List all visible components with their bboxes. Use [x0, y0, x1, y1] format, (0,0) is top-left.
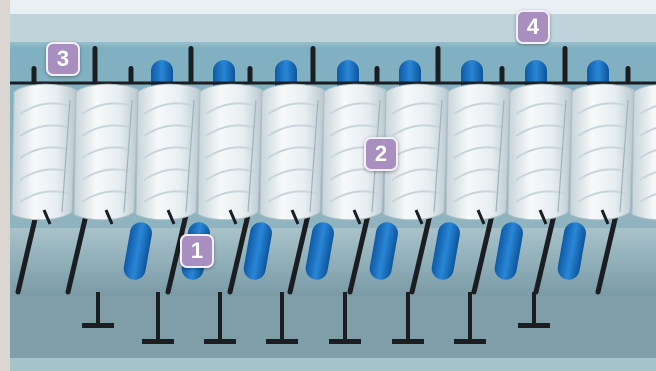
needle-butt-foot [266, 339, 298, 344]
yarn-loop [12, 84, 76, 224]
needle-butt-foot [518, 323, 550, 328]
yarn-loop [570, 84, 634, 224]
upper-dark-needle [626, 66, 631, 84]
yarn-loop [446, 84, 510, 224]
upper-band [10, 14, 656, 42]
needle-butt-foot [82, 323, 114, 328]
upper-dark-needle [129, 66, 134, 84]
needle-butt-foot [454, 339, 486, 344]
bottom-strip [10, 358, 656, 371]
callout-1-badge: 1 [180, 234, 214, 268]
upper-dark-needle [311, 46, 316, 84]
left-frame-edge [0, 0, 10, 371]
yarn-loop [632, 84, 656, 224]
yarn-loop [508, 84, 572, 224]
yarn-loop [74, 84, 138, 224]
callout-2-badge: 2 [364, 137, 398, 171]
callout-4-badge: 4 [516, 10, 550, 44]
upper-dark-needle [563, 46, 568, 84]
upper-dark-needle [500, 66, 505, 84]
yarn-loop [198, 84, 262, 224]
needle-butt-foot [392, 339, 424, 344]
needle-butt-foot [204, 339, 236, 344]
callout-3-badge: 3 [46, 42, 80, 76]
upper-dark-needle [93, 46, 98, 84]
upper-dark-needle [248, 66, 253, 84]
upper-dark-needle [436, 46, 441, 84]
yarn-loop [260, 84, 324, 224]
top-strip [10, 0, 656, 14]
upper-dark-needle [32, 66, 37, 84]
upper-dark-needle [375, 66, 380, 84]
yarn-loop [136, 84, 200, 224]
upper-dark-needle [189, 46, 194, 84]
needle-butt-foot [142, 339, 174, 344]
needle-butt-foot [329, 339, 361, 344]
yarn-loops [12, 84, 656, 224]
